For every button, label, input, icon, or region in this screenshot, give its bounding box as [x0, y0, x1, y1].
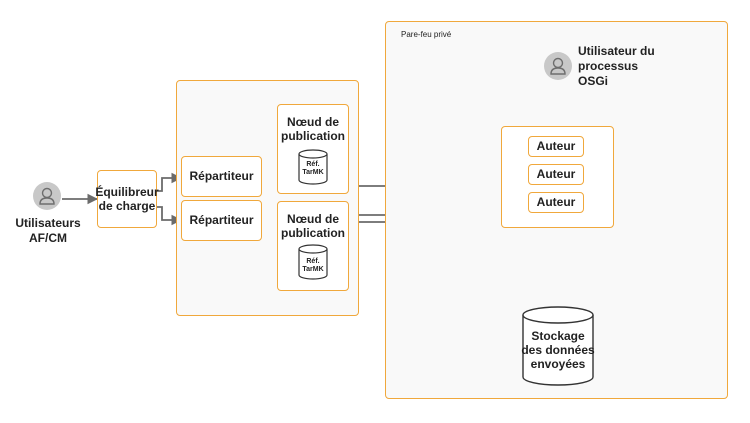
tarmk-database-icon [298, 244, 328, 280]
dispatcher-box[interactable]: Répartiteur [181, 200, 262, 241]
author-box[interactable]: Auteur [528, 136, 584, 157]
data-storage-label: Stockage des données envoyées [521, 329, 595, 371]
arrow-balancer-to-dispatcher-2 [157, 206, 183, 226]
tarmk-database-icon [298, 149, 328, 185]
user-icon [544, 52, 572, 80]
firewall-label: Pare-feu privé [401, 30, 452, 39]
tarmk-label: Réf. TarMK [302, 258, 324, 274]
data-storage-icon [522, 306, 594, 386]
users-af-cm-label: Utilisateurs AF/CM [15, 216, 81, 245]
user-icon [33, 182, 61, 210]
author-box[interactable]: Auteur [528, 192, 584, 213]
osgi-user-label: Utilisateur du processus OSGi [578, 44, 655, 88]
tarmk-label: Réf. TarMK [302, 161, 324, 177]
dispatcher-box[interactable]: Répartiteur [181, 156, 262, 197]
load-balancer-box[interactable]: Équilibreur de charge [95, 170, 159, 228]
author-box[interactable]: Auteur [528, 164, 584, 185]
arrow-balancer-to-dispatcher-1 [157, 172, 183, 192]
